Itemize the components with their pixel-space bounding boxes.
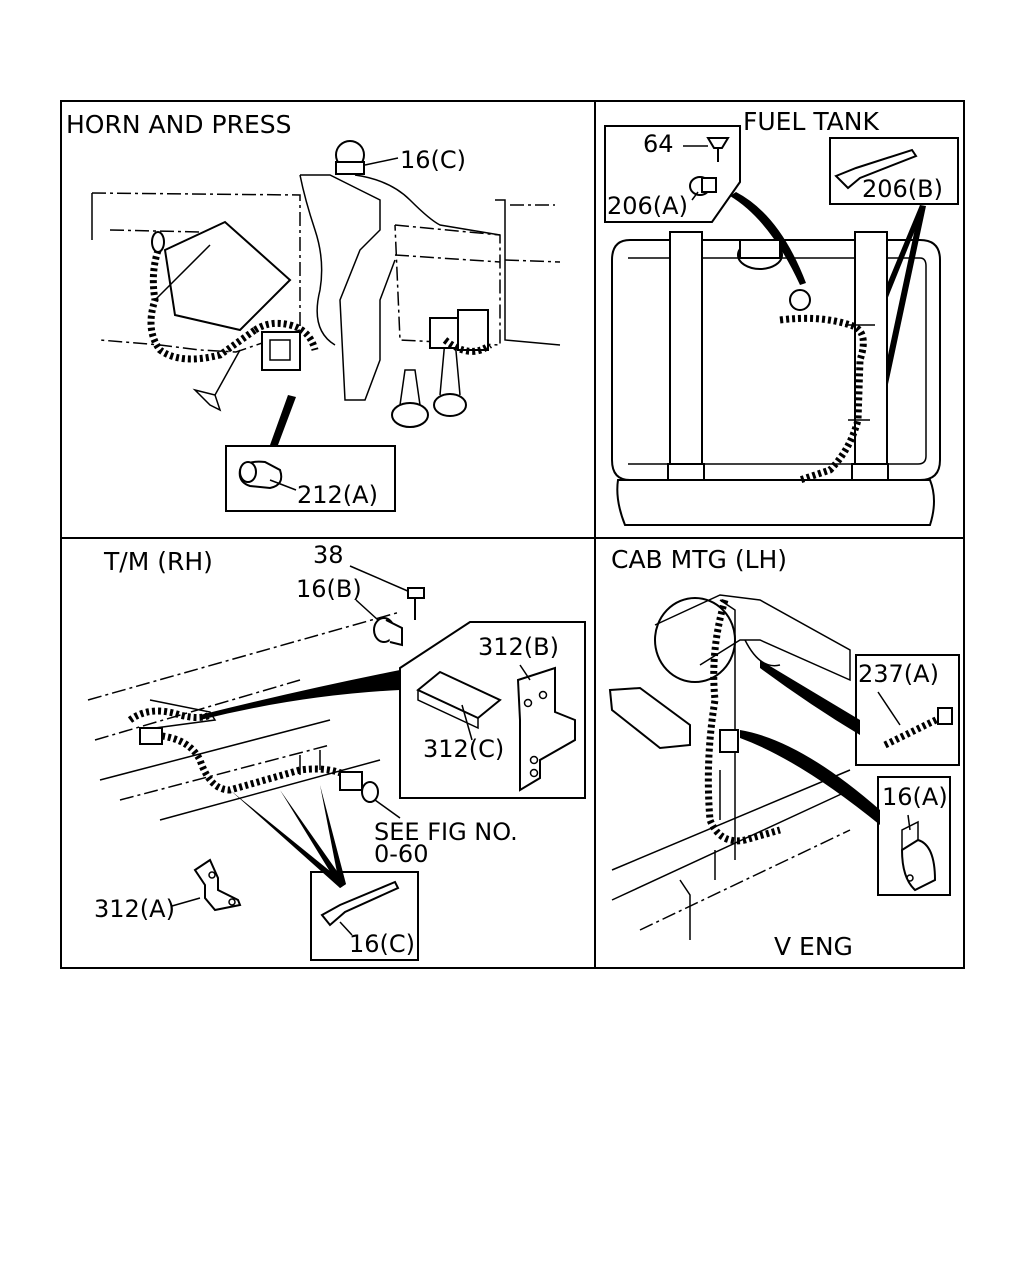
fuel-leader-wedge-a [730,192,806,285]
callout-box-16c-tm: 16(C) [310,871,419,961]
callout-box-206b: 206(B) [829,137,959,205]
callout-312b: 312(B) [478,633,559,661]
panel-fuel-tank: FUEL TANK 64 206(A) 206(B) [604,107,959,526]
callout-38: 38 [313,541,344,569]
panel-horn-and-press: HORN AND PRESS [66,110,561,512]
horn-frame-drawing [91,140,561,428]
callout-box-237a: 237(A) [855,654,960,766]
callout-box-16a: 16(A) [877,776,951,896]
tm-bracket-312a: 312(A) [94,858,242,923]
callout-leader [364,157,399,166]
callout-237a: 237(A) [858,660,939,688]
tm-bolt-clip: 38 16(B) [296,541,425,647]
tm-leader-wedge-2 [280,790,346,888]
tm-leader-wedge-3 [320,785,346,888]
callout-16b: 16(B) [296,575,362,603]
callout-312a: 312(A) [94,895,175,923]
callout-16c-tm: 16(C) [349,930,415,958]
tm-leader-wedge-top [200,670,400,720]
panel-title-tm: T/M (RH) [103,547,213,576]
cab-mount-drawing [608,594,851,940]
see-fig-number: 0-60 [374,840,428,868]
panel-title-fuel: FUEL TANK [743,107,879,136]
callout-64: 64 [643,130,674,158]
callout-16c-horn: 16(C) [400,146,466,174]
panel-title-cab: CAB MTG (LH) [611,545,787,574]
panel-cab-mtg-lh: CAB MTG (LH) 237(A) [608,545,960,961]
tm-leader-wedge-1 [230,790,346,888]
cab-leader-wedge-237a [760,660,860,735]
callout-212a: 212(A) [297,481,378,509]
callout-box-212a: 212(A) [225,445,396,512]
engine-label: V ENG [774,932,853,961]
callout-206a: 206(A) [607,192,688,220]
callout-box-312bc: 312(C) 312(B) [399,621,586,799]
callout-206b: 206(B) [862,175,943,203]
horn-leader-wedge [270,395,296,445]
panel-title-horn: HORN AND PRESS [66,110,291,139]
fuel-tank-drawing [611,231,941,526]
panel-tm-rh: T/M (RH) 38 16(B) [87,541,586,961]
tm-rails-drawing [87,611,401,821]
callout-box-64-206a: 64 206(A) [604,125,741,223]
diagram-frame [60,100,965,969]
callout-16a: 16(A) [882,783,948,811]
see-fig-leader [374,799,401,819]
callout-312c: 312(C) [423,735,504,763]
cab-leader-wedge-16a [740,730,880,825]
see-fig-label: SEE FIG NO. [374,818,518,846]
